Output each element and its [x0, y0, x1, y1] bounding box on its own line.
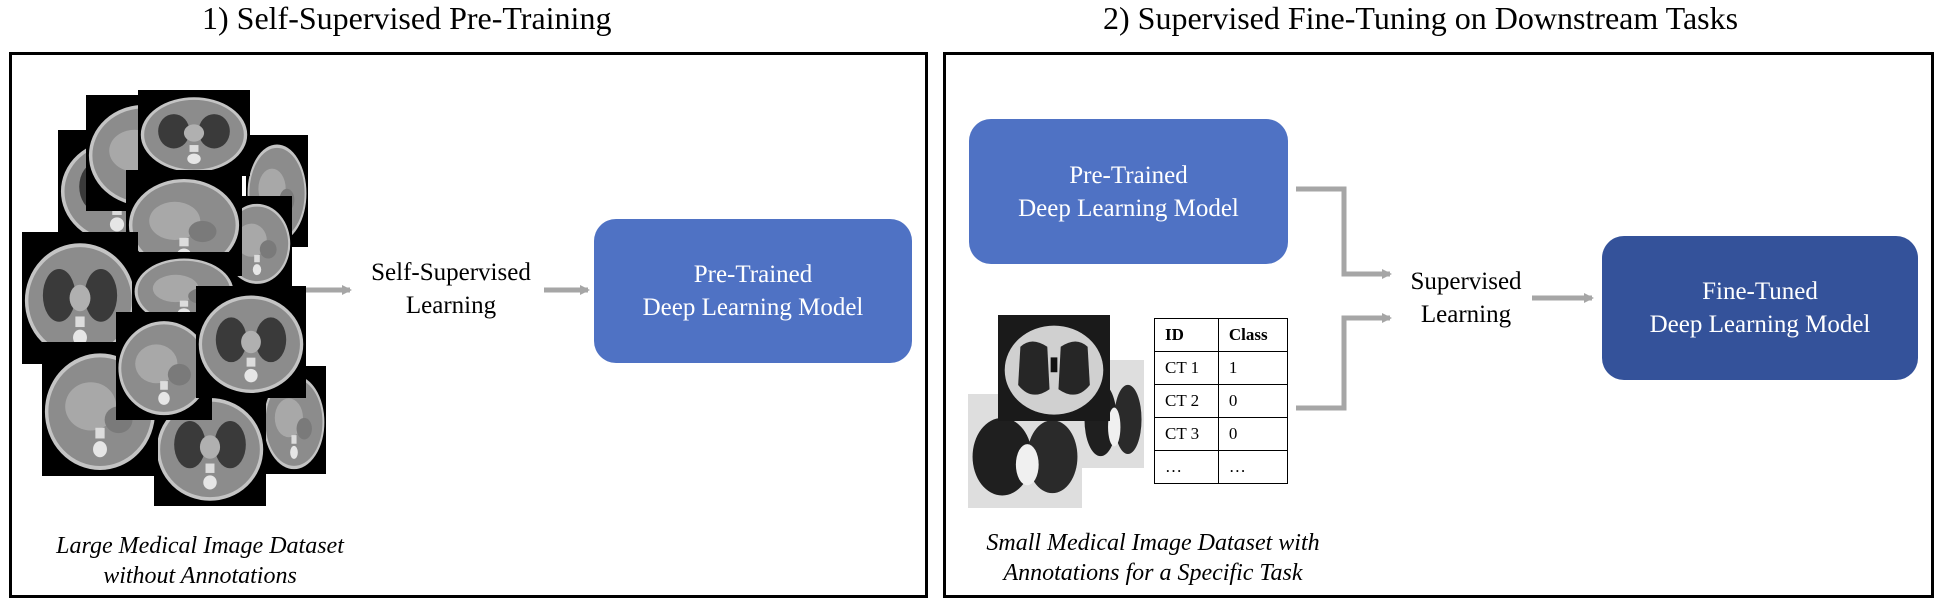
- ct-scan-thumbnail: [154, 388, 266, 506]
- ct-scan-thumbnail: [138, 90, 250, 176]
- supervised-learning-label: Supervised Learning: [1410, 268, 1522, 328]
- pretraining-title: 1) Self-Supervised Pre-Training: [202, 0, 612, 36]
- ct-scan-thumbnail: [262, 366, 326, 474]
- flow-arrow-icon: [1296, 186, 1392, 279]
- cell-id: CT 2: [1154, 384, 1219, 418]
- cell-id: …: [1154, 450, 1219, 484]
- table-row: … …: [1154, 450, 1289, 484]
- header-class: Class: [1217, 318, 1289, 352]
- annotation-table: ID Class CT 1 1 CT 2 0 CT 3 0 … …: [1154, 318, 1289, 484]
- finetuned-model-box: Fine-Tuned Deep Learning Model: [1602, 236, 1918, 380]
- flow-arrow-icon: [1296, 313, 1392, 411]
- table-header-row: ID Class: [1154, 318, 1289, 352]
- finetuning-title: 2) Supervised Fine-Tuning on Downstream …: [1103, 0, 1739, 36]
- small-dataset-caption: Small Medical Image Dataset with Annotat…: [986, 530, 1320, 586]
- table-row: CT 2 0: [1154, 384, 1289, 418]
- self-supervised-learning-label: Self-Supervised Learning: [371, 259, 531, 319]
- table-row: CT 1 1: [1154, 351, 1289, 385]
- pretrained-model-box: Pre-Trained Deep Learning Model: [969, 119, 1288, 264]
- cell-id: CT 1: [1154, 351, 1219, 385]
- lung-ct-thumbnail: [998, 315, 1110, 421]
- cell-class: …: [1217, 450, 1289, 484]
- cell-class: 1: [1217, 351, 1289, 385]
- large-dataset-caption: Large Medical Image Dataset without Anno…: [56, 533, 344, 589]
- ct-scan-thumbnail: [196, 286, 306, 398]
- pretrained-model-box: Pre-Trained Deep Learning Model: [594, 219, 912, 363]
